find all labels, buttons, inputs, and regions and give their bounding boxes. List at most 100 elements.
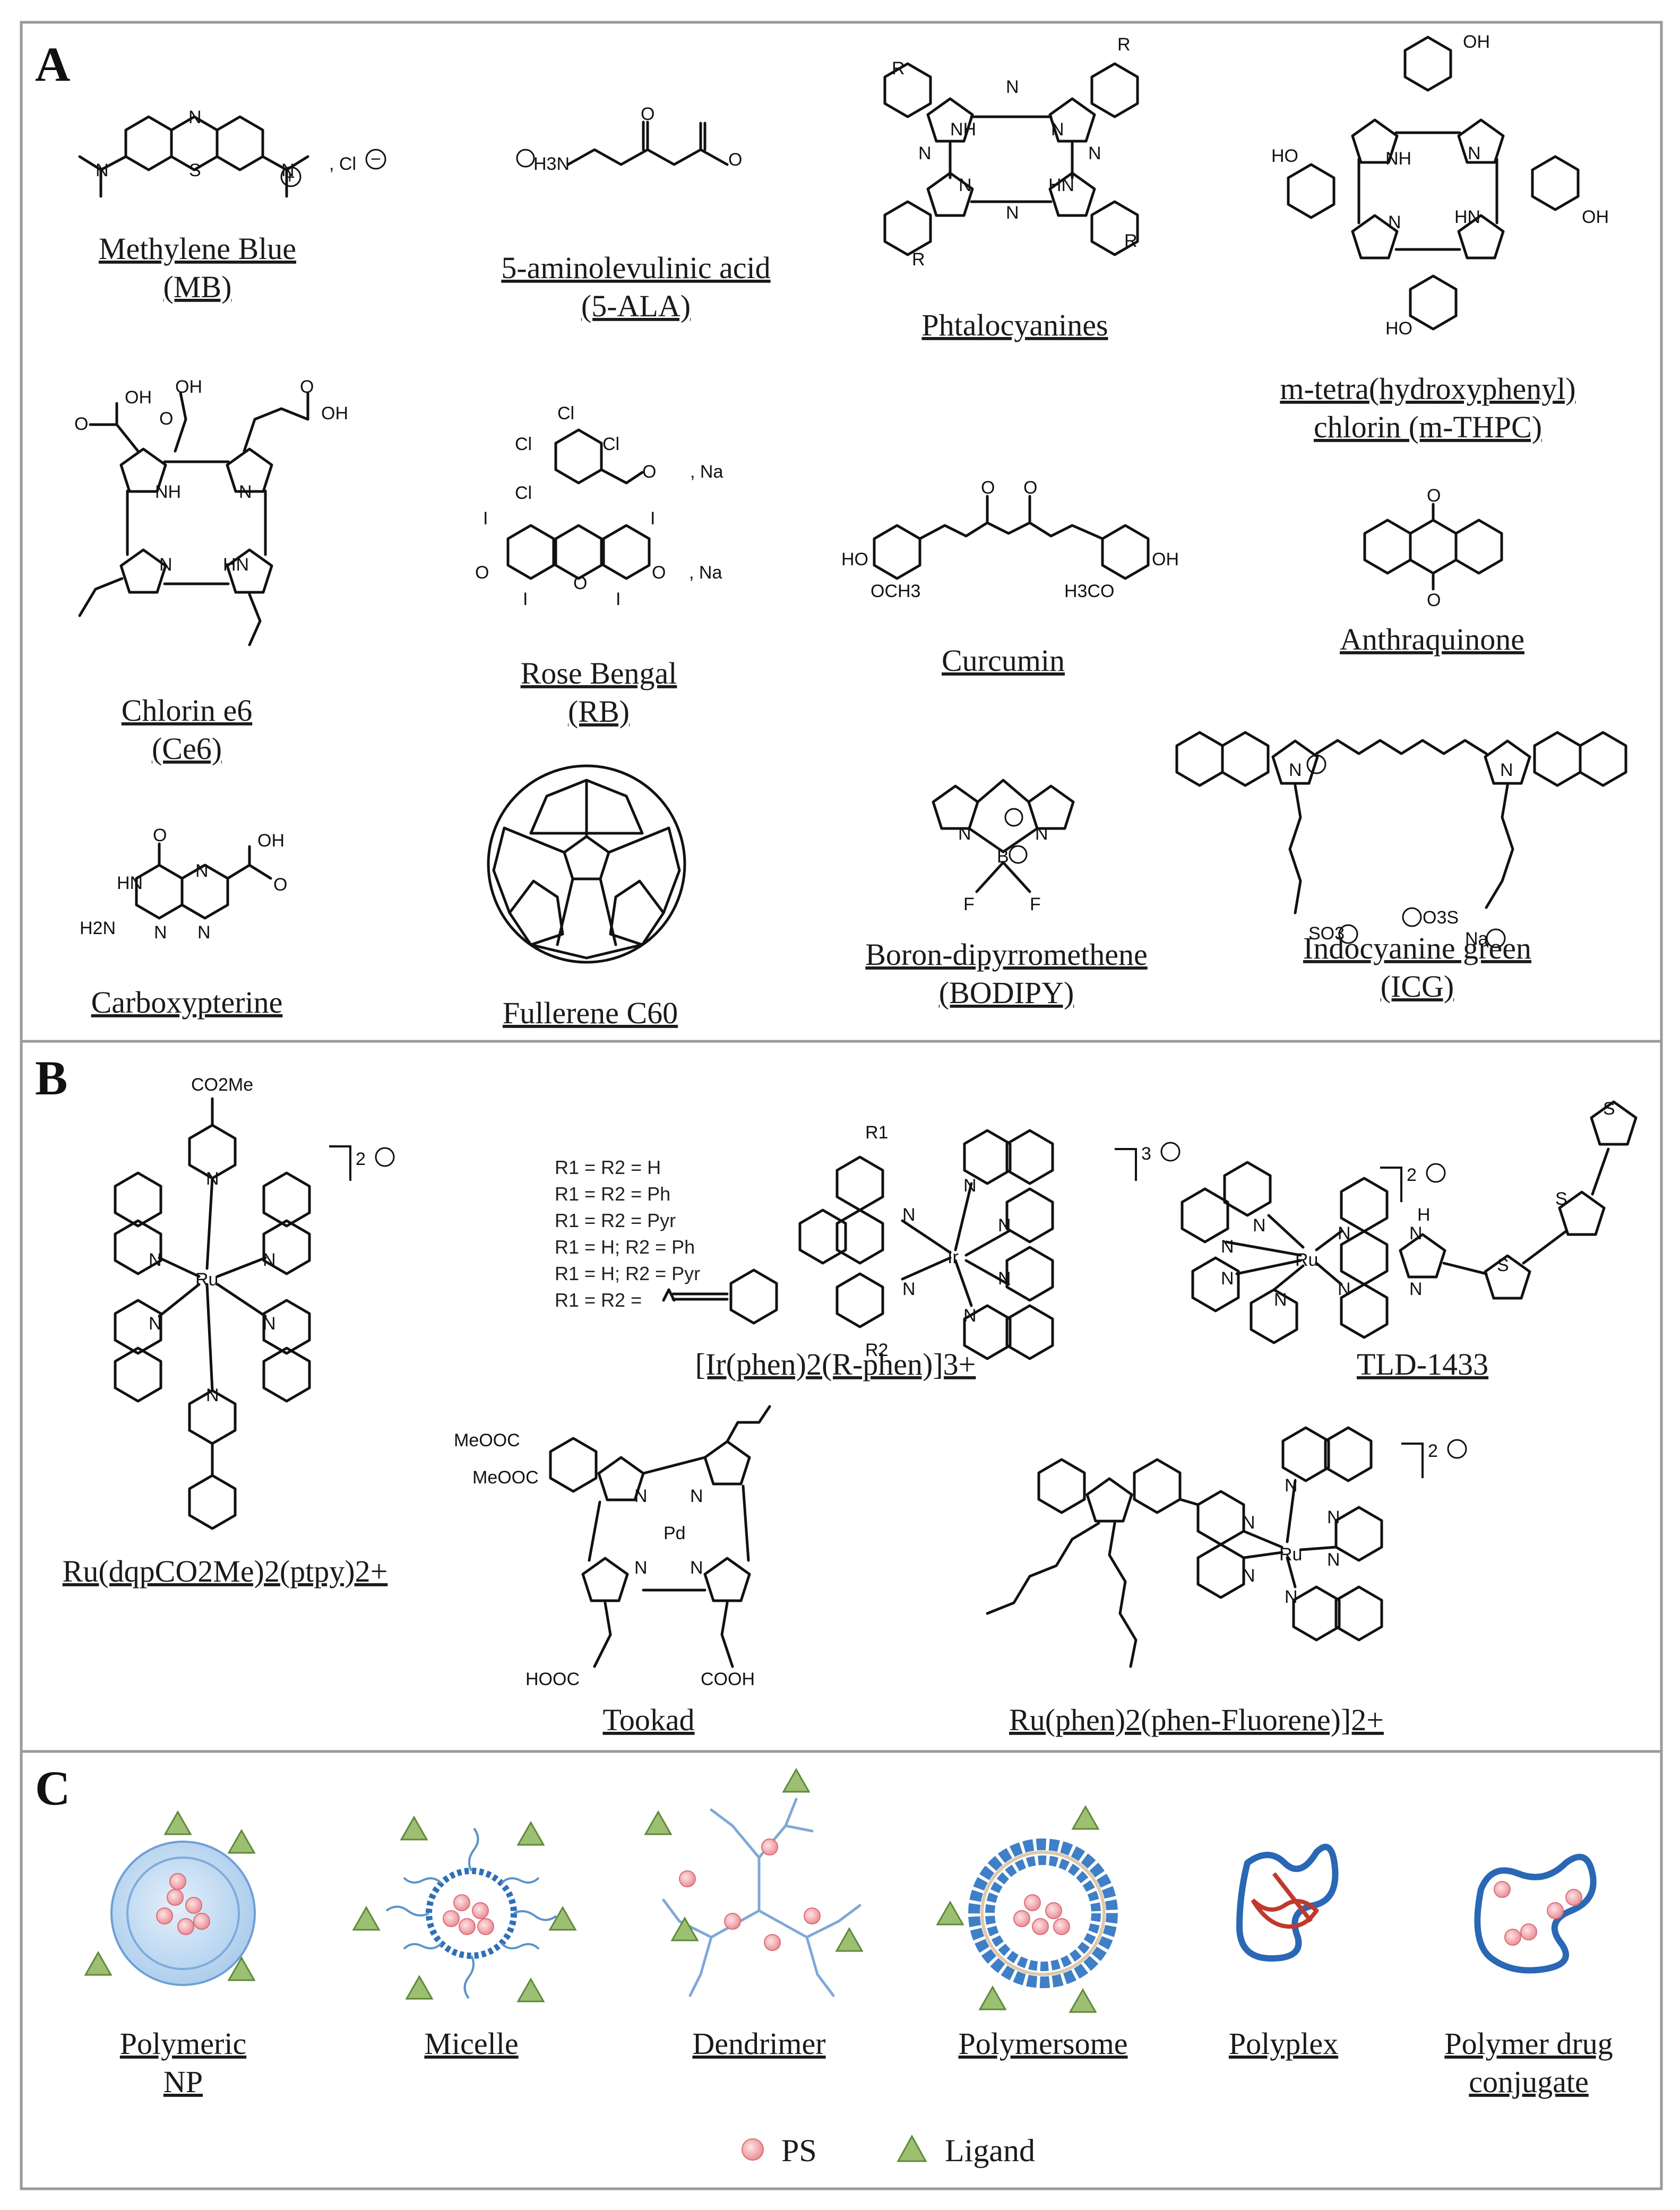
atom-label: N bbox=[1274, 1290, 1287, 1310]
atom-label: N bbox=[263, 1314, 276, 1334]
carboxypterine-structure: O OH O HN N H2N N N bbox=[80, 825, 287, 943]
atom-label: Ru bbox=[1295, 1250, 1318, 1270]
atom-label: O bbox=[475, 563, 489, 583]
atom-label: R bbox=[1124, 231, 1138, 251]
label-tld-1433: TLD-1433 bbox=[1357, 1347, 1488, 1382]
atom-label: S bbox=[1603, 1099, 1615, 1119]
atom-label: N bbox=[239, 482, 252, 502]
atom-label: HN bbox=[223, 555, 249, 575]
panel-letter-a: A bbox=[35, 37, 70, 91]
atom-label: N bbox=[96, 160, 109, 180]
atom-label: CO2Me bbox=[191, 1075, 253, 1095]
legend: PS Ligand bbox=[742, 2133, 1035, 2168]
atom-label: R2 bbox=[865, 1340, 888, 1360]
atom-label: N bbox=[1285, 1587, 1298, 1607]
label-methylene-blue-abbr: (MB) bbox=[163, 270, 232, 304]
curcumin-structure: O O HO OCH3 H3CO OH bbox=[841, 478, 1179, 601]
atom-label: O bbox=[981, 478, 995, 498]
r-list-item: R1 = H; R2 = Ph bbox=[555, 1236, 695, 1258]
atom-label: Cl bbox=[515, 483, 532, 503]
atom-label: N bbox=[998, 1268, 1011, 1289]
atom-label: O bbox=[652, 563, 666, 583]
panel-letter-c: C bbox=[35, 1761, 70, 1815]
atom-label: H3N bbox=[533, 154, 570, 174]
atom-label: Cl bbox=[515, 434, 532, 454]
atom-label: O bbox=[728, 150, 742, 170]
atom-label: O bbox=[641, 104, 654, 124]
label-5-ala: 5-aminolevulinic acid bbox=[501, 251, 770, 285]
atom-label: N bbox=[963, 1306, 977, 1326]
label-ru-phen-fluorene: Ru(phen)2(phen-Fluorene)]2+ bbox=[1009, 1703, 1384, 1737]
label-methylene-blue: Methylene Blue bbox=[99, 231, 296, 266]
atom-label: N bbox=[188, 107, 202, 127]
label-carboxypterine: Carboxypterine bbox=[91, 985, 283, 1020]
label-dendrimer: Dendrimer bbox=[692, 2026, 825, 2061]
anthraquinone-structure: O O bbox=[1365, 486, 1502, 610]
atom-label: MeOOC bbox=[472, 1467, 539, 1488]
atom-label: N bbox=[149, 1250, 162, 1270]
r-list-item: R1 = H; R2 = Pyr bbox=[555, 1263, 700, 1284]
label-polymer-drug-conjugate-2: conjugate bbox=[1469, 2065, 1588, 2099]
atom-label: N bbox=[998, 1215, 1011, 1236]
label-5-ala-abbr: (5-ALA) bbox=[581, 289, 691, 323]
label-indocyanine-green: Indocyanine green bbox=[1303, 931, 1531, 965]
atom-label: Na bbox=[1465, 929, 1488, 949]
atom-label: N bbox=[1409, 1279, 1423, 1299]
rose-bengal-structure: Cl Cl Cl Cl O , Na I I I I O O O , Na bbox=[475, 403, 723, 609]
atom-label: HN bbox=[1454, 207, 1480, 227]
atom-label: N bbox=[1242, 1566, 1255, 1586]
svg-text:2: 2 bbox=[1428, 1441, 1438, 1461]
polymer-drug-conjugate-illustration bbox=[1474, 1853, 1597, 1974]
r-list-item: R1 = R2 = Ph bbox=[555, 1183, 670, 1205]
atom-label: HO bbox=[1271, 146, 1298, 166]
atom-label: N bbox=[963, 1176, 977, 1196]
label-bodipy: Boron-dipyrromethene bbox=[865, 937, 1148, 972]
polyplex-illustration bbox=[1236, 1844, 1339, 1962]
atom-label: OH bbox=[321, 403, 348, 424]
svg-text:3: 3 bbox=[1141, 1144, 1151, 1164]
atom-label: N bbox=[1500, 760, 1513, 780]
label-bodipy-abbr: (BODIPY) bbox=[939, 975, 1074, 1010]
ru-phen-fluorene-structure: Ru N N N N N N 2 bbox=[986, 1428, 1467, 1668]
atom-label: O3S bbox=[1423, 908, 1459, 928]
m-thpc-structure: OH HO OH HO NH HN N N bbox=[1271, 32, 1609, 339]
atom-label: I bbox=[523, 589, 528, 609]
atom-label: , Cl bbox=[329, 154, 356, 174]
label-polymeric-np-2: NP bbox=[163, 2065, 203, 2099]
atom-label: N bbox=[1035, 824, 1048, 844]
atom-label: N bbox=[1051, 119, 1064, 140]
ru-dqp-structure: CO2Me N N N Ru N N N 2 bbox=[115, 1075, 395, 1529]
atom-label: O bbox=[273, 875, 287, 895]
label-curcumin: Curcumin bbox=[942, 643, 1065, 678]
atom-label: N bbox=[918, 143, 932, 163]
atom-label: Ir bbox=[947, 1247, 959, 1267]
label-micelle: Micelle bbox=[424, 2026, 518, 2061]
atom-label: S bbox=[1497, 1255, 1509, 1275]
legend-ps-marker bbox=[742, 2138, 764, 2161]
atom-label: O bbox=[300, 377, 314, 397]
svg-text:2: 2 bbox=[356, 1149, 366, 1169]
atom-label: B bbox=[997, 847, 1009, 867]
atom-label: H3CO bbox=[1064, 581, 1114, 601]
atom-label: HOOC bbox=[525, 1669, 580, 1689]
atom-label: H2N bbox=[80, 918, 116, 938]
aminolevulinic-acid-structure: H3N O O bbox=[516, 104, 742, 174]
atom-label: N bbox=[1285, 1475, 1298, 1496]
atom-label: N bbox=[1006, 203, 1019, 223]
label-fullerene-c60: Fullerene C60 bbox=[503, 996, 678, 1030]
dendrimer-illustration bbox=[644, 1768, 863, 1997]
atom-label: S bbox=[1555, 1189, 1567, 1209]
indocyanine-green-structure: N N SO3 O3S Na bbox=[1177, 732, 1626, 949]
atom-label: Ru bbox=[1279, 1544, 1302, 1565]
atom-label: HN bbox=[117, 873, 143, 893]
atom-label: N bbox=[1338, 1223, 1351, 1244]
atom-label: N bbox=[902, 1205, 916, 1225]
legend-ligand-label: Ligand bbox=[945, 2133, 1035, 2168]
r-list-item: R1 = R2 = bbox=[555, 1289, 642, 1311]
atom-label: , Na bbox=[689, 563, 722, 583]
label-ru-dqp: Ru(dqpCO2Me)2(ptpy)2+ bbox=[63, 1554, 388, 1589]
atom-label: N bbox=[154, 922, 167, 943]
atom-label: N bbox=[634, 1558, 648, 1578]
atom-label: N bbox=[1338, 1279, 1351, 1299]
